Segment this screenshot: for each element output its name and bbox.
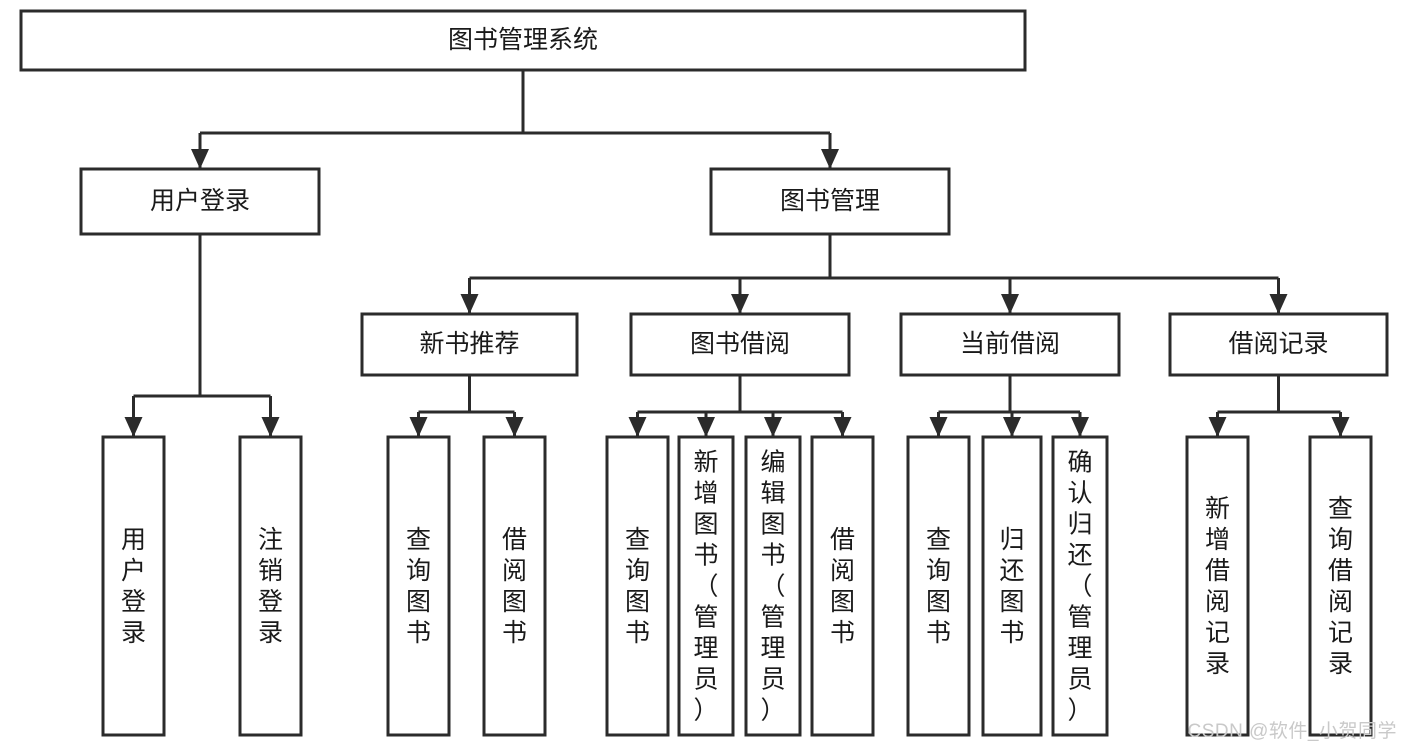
arrow-head-icon-leaf-4-0 (1208, 417, 1227, 437)
node-leaf-7-rect (810, 435, 875, 737)
arrow-head-icon-level3-1 (731, 294, 749, 314)
node-leaf-4-label: 查询图书 (625, 526, 650, 647)
arrow-head-icon-leaf-4-1 (1331, 417, 1350, 437)
node-boxes-layer: 图书管理系统用户登录图书管理新书推荐图书借阅当前借阅借阅记录用户登录注销登录查询… (19, 9, 1389, 737)
node-leaf-9[interactable]: 归还图书 (981, 435, 1043, 737)
node-level2-0[interactable]: 用户登录 (79, 167, 321, 236)
node-level2-1-rect (709, 167, 951, 236)
arrow-head-icon-level3-2 (1001, 294, 1019, 314)
node-level3-1-rect (629, 312, 851, 377)
node-leaf-6[interactable]: 编辑图书（管理员） (744, 435, 802, 737)
connector-edges-layer (124, 70, 1350, 437)
node-leaf-12-rect (1308, 435, 1373, 737)
arrow-head-icon-level3-3 (1269, 294, 1288, 314)
node-leaf-8[interactable]: 查询图书 (906, 435, 971, 737)
node-leaf-10-label: 确认归还（管理员） (1067, 449, 1092, 725)
node-leaf-8-rect (906, 435, 971, 737)
arrow-head-icon-leaf-0-0 (124, 417, 143, 437)
node-leaf-2-rect (386, 435, 451, 737)
node-leaf-6-label: 编辑图书（管理员） (760, 449, 785, 725)
node-leaf-9-rect (981, 435, 1043, 737)
arrow-head-icon-leaf-2-1 (697, 417, 715, 437)
arrow-head-icon-leaf-2-2 (764, 417, 782, 437)
node-level3-0[interactable]: 新书推荐 (360, 312, 579, 377)
node-leaf-10-rect (1051, 435, 1109, 737)
node-leaf-0-rect (101, 435, 166, 737)
node-level3-0-rect (360, 312, 579, 377)
node-leaf-10[interactable]: 确认归还（管理员） (1051, 435, 1109, 737)
node-level3-0-label: 新书推荐 (419, 330, 519, 358)
node-level3-3-label: 借阅记录 (1228, 330, 1328, 358)
node-leaf-2-label: 查询图书 (406, 526, 431, 647)
node-leaf-11[interactable]: 新增借阅记录 (1185, 435, 1250, 737)
node-leaf-11-label: 新增借阅记录 (1205, 495, 1230, 678)
node-leaf-0[interactable]: 用户登录 (101, 435, 166, 737)
arrow-head-icon-leaf-2-3 (833, 417, 852, 437)
node-leaf-8-label: 查询图书 (926, 526, 951, 647)
node-leaf-12-label: 查询借阅记录 (1328, 495, 1353, 678)
node-leaf-4-rect (605, 435, 670, 737)
node-leaf-5-rect (677, 435, 735, 737)
node-level3-2[interactable]: 当前借阅 (899, 312, 1121, 377)
node-leaf-9-label: 归还图书 (999, 526, 1024, 647)
node-leaf-6-rect (744, 435, 802, 737)
arrow-head-icon-leaf-3-2 (1071, 417, 1089, 437)
node-leaf-3-rect (482, 435, 547, 737)
node-leaf-11-rect (1185, 435, 1250, 737)
node-leaf-3-label: 借阅图书 (502, 526, 527, 647)
node-leaf-1-label: 注销登录 (258, 526, 283, 647)
arrow-head-icon-leaf-2-0 (628, 417, 647, 437)
node-leaf-1-rect (238, 435, 303, 737)
node-level3-2-label: 当前借阅 (960, 330, 1060, 358)
node-leaf-0-label: 用户登录 (121, 526, 146, 647)
arrow-head-icon-leaf-1-1 (505, 417, 524, 437)
node-leaf-4[interactable]: 查询图书 (605, 435, 670, 737)
node-root[interactable]: 图书管理系统 (19, 9, 1027, 72)
node-level3-1-label: 图书借阅 (690, 330, 790, 358)
node-level3-2-rect (899, 312, 1121, 377)
node-leaf-1[interactable]: 注销登录 (238, 435, 303, 737)
node-level3-3[interactable]: 借阅记录 (1168, 312, 1389, 377)
arrow-head-icon-leaf-1-0 (409, 417, 428, 437)
node-leaf-3[interactable]: 借阅图书 (482, 435, 547, 737)
arrow-head-icon-leaf-3-0 (929, 417, 948, 437)
node-level2-1[interactable]: 图书管理 (709, 167, 951, 236)
csdn-watermark: CSDN @软件_小贺同学 (1187, 721, 1397, 742)
node-level2-1-label: 图书管理 (780, 187, 880, 215)
arrow-head-icon-leaf-3-1 (1003, 417, 1021, 437)
node-leaf-5[interactable]: 新增图书（管理员） (677, 435, 735, 737)
node-root-label: 图书管理系统 (448, 26, 598, 54)
arrow-head-icon-level3-0 (460, 294, 479, 314)
node-leaf-5-label: 新增图书（管理员） (693, 449, 718, 725)
node-level2-0-rect (79, 167, 321, 236)
arrow-head-icon-level2-1 (821, 149, 839, 169)
node-leaf-7-label: 借阅图书 (830, 526, 855, 647)
node-leaf-7[interactable]: 借阅图书 (810, 435, 875, 737)
node-level3-1[interactable]: 图书借阅 (629, 312, 851, 377)
arrow-head-icon-leaf-0-1 (261, 417, 280, 437)
node-root-rect (19, 9, 1027, 72)
node-level2-0-label: 用户登录 (150, 187, 250, 215)
arrow-head-icon-level2-0 (191, 149, 209, 169)
node-level3-3-rect (1168, 312, 1389, 377)
node-leaf-12[interactable]: 查询借阅记录 (1308, 435, 1373, 737)
node-leaf-2[interactable]: 查询图书 (386, 435, 451, 737)
